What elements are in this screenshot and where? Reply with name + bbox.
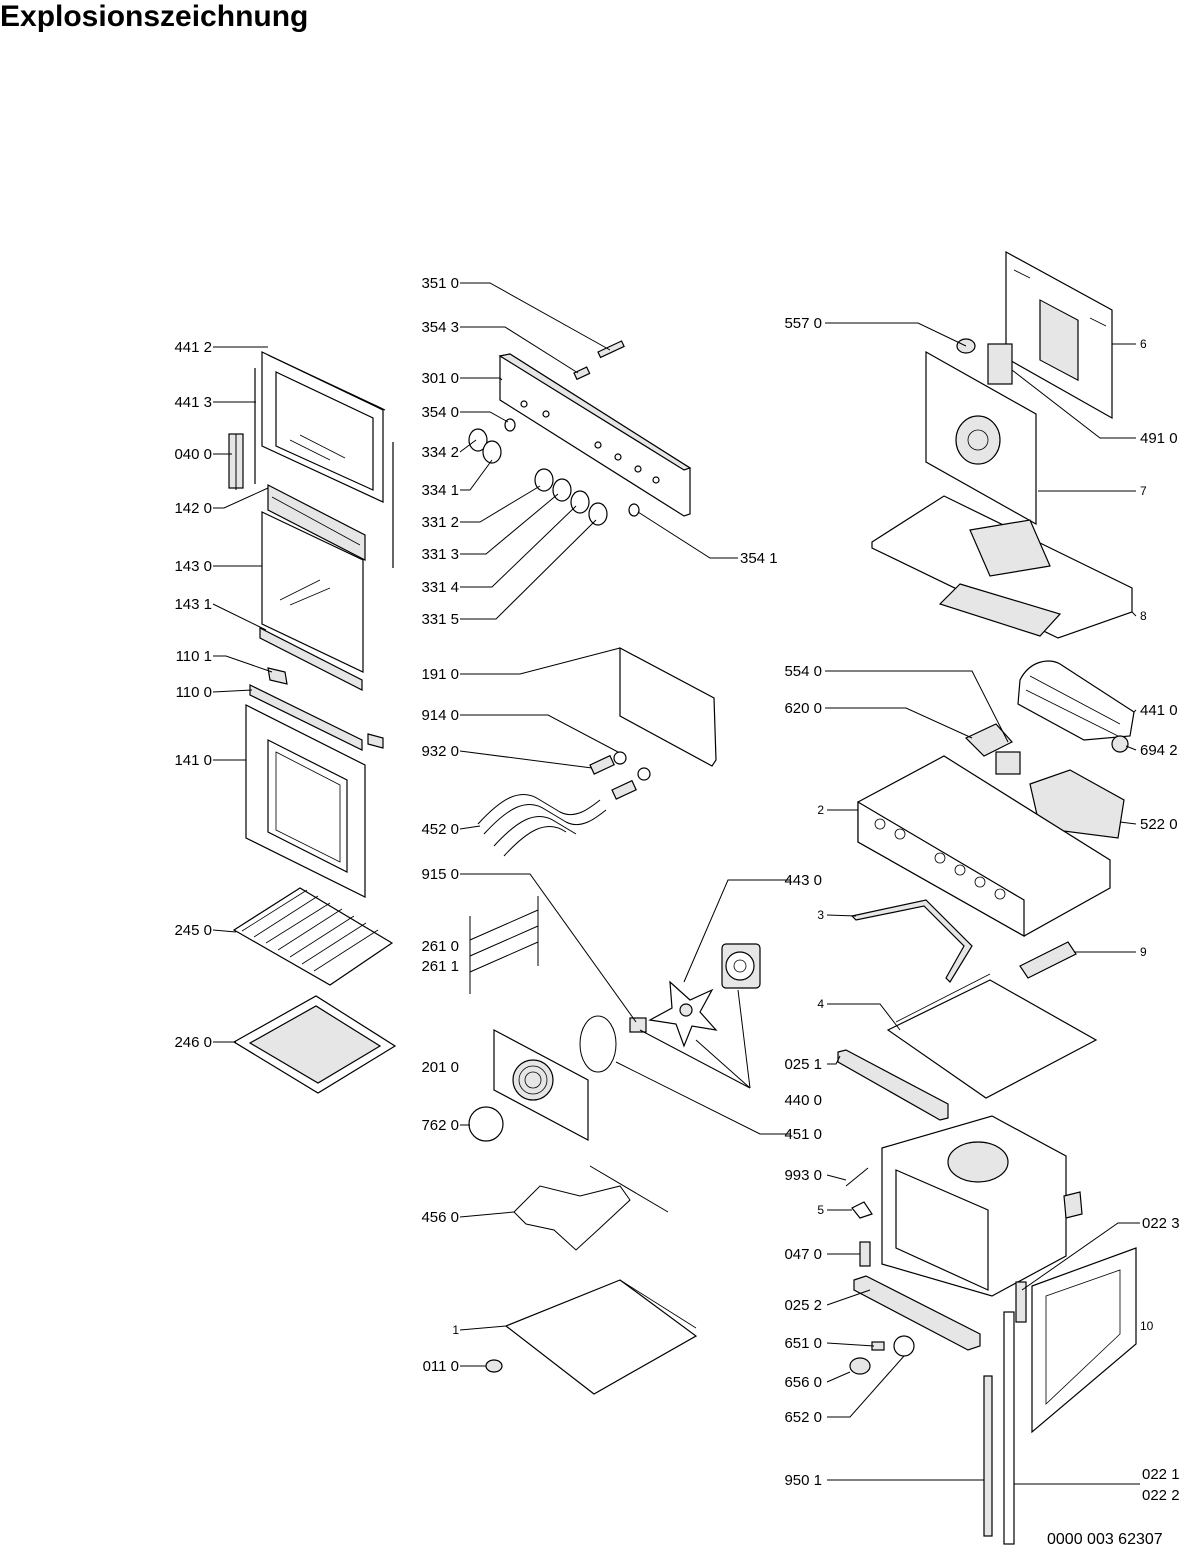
part-label-201-0: 201 0 (421, 1059, 459, 1076)
control-panel (468, 340, 692, 526)
part-label-331-2: 331 2 (421, 514, 459, 531)
rear-cover (1005, 250, 1113, 420)
part-label-110-0: 110 0 (176, 684, 212, 701)
part-label-440-0: 440 0 (784, 1092, 822, 1109)
page-title: Explosionszeichnung (0, 0, 309, 33)
part-label-656-0: 656 0 (784, 1374, 822, 1391)
part-label-191-0: 191 0 (421, 666, 459, 683)
part-label-8: 8 (1140, 609, 1147, 623)
part-label-143-0: 143 0 (174, 558, 212, 575)
part-label-652-0: 652 0 (784, 1409, 822, 1426)
part-label-334-1: 334 1 (421, 482, 459, 499)
part-label-040-0: 040 0 (174, 446, 212, 463)
part-label-334-2: 334 2 (421, 444, 459, 461)
part-label-441-2: 441 2 (174, 339, 212, 356)
part-label-557-0: 557 0 (784, 315, 822, 332)
part-labels: 351 0 354 3 301 0 354 0 334 2 334 1 331 … (174, 275, 1179, 1504)
rear-wall-and-cooling (871, 338, 1133, 639)
part-label-354-0: 354 0 (421, 404, 459, 421)
part-label-354-1: 354 1 (740, 550, 778, 567)
part-label-6: 6 (1140, 337, 1147, 351)
baking-tray (232, 995, 397, 1094)
part-label-5: 5 (817, 1203, 824, 1217)
leader-lines (212, 282, 1140, 1485)
part-label-762-0: 762 0 (421, 1117, 459, 1134)
shelf-runners (469, 896, 539, 994)
part-label-022-3: 022 3 (1142, 1215, 1180, 1232)
part-label-025-2: 025 2 (784, 1297, 822, 1314)
part-label-441-3: 441 3 (174, 394, 212, 411)
part-label-261-0: 261 0 (421, 938, 459, 955)
part-label-950-1: 950 1 (784, 1472, 822, 1489)
door-vent-strip (267, 484, 366, 561)
part-label-351-0: 351 0 (421, 275, 459, 292)
door-frame-window (275, 371, 374, 491)
part-label-9: 9 (1140, 945, 1147, 959)
part-label-331-5: 331 5 (421, 611, 459, 628)
part-label-491-0: 491 0 (1140, 430, 1178, 447)
part-label-022-1: 022 1 (1142, 1466, 1180, 1483)
part-label-7: 7 (1140, 484, 1147, 498)
part-label-141-0: 141 0 (174, 752, 212, 769)
part-label-025-1: 025 1 (784, 1056, 822, 1073)
part-label-301-0: 301 0 (421, 370, 459, 387)
glass-strip (259, 627, 363, 691)
document-number: 0000 003 62307 (1047, 1531, 1163, 1548)
door-assembly (228, 351, 394, 898)
part-label-441-0: 441 0 (1140, 702, 1178, 719)
part-label-522-0: 522 0 (1140, 816, 1178, 833)
part-label-110-1: 110 1 (176, 648, 212, 665)
part-label-451-0: 451 0 (784, 1126, 822, 1143)
hinge-bar (249, 684, 363, 751)
part-label-245-0: 245 0 (174, 922, 212, 939)
part-label-993-0: 993 0 (784, 1167, 822, 1184)
door-glass-inner (261, 511, 364, 673)
part-label-620-0: 620 0 (784, 700, 822, 717)
part-label-651-0: 651 0 (784, 1335, 822, 1352)
bottom-heater-and-plate (485, 1165, 698, 1395)
part-label-443-0: 443 0 (784, 872, 822, 889)
part-label-452-0: 452 0 (421, 821, 459, 838)
part-label-554-0: 554 0 (784, 663, 822, 680)
part-label-456-0: 456 0 (421, 1209, 459, 1226)
part-label-354-3: 354 3 (421, 319, 459, 336)
part-label-047-0: 047 0 (784, 1246, 822, 1263)
part-label-143-1: 143 1 (174, 596, 212, 613)
part-label-261-1: 261 1 (421, 958, 459, 975)
fan-assembly (468, 943, 761, 1142)
part-label-915-0: 915 0 (421, 866, 459, 883)
part-label-914-0: 914 0 (421, 707, 459, 724)
hinge-block (267, 667, 288, 685)
part-label-3: 3 (817, 908, 824, 922)
part-label-694-2: 694 2 (1140, 742, 1178, 759)
oven-seal-and-heater (477, 647, 717, 857)
wire-rack (232, 887, 394, 986)
side-panels (983, 1247, 1137, 1545)
part-label-1: 1 (452, 1323, 459, 1337)
part-label-022-2: 022 2 (1142, 1487, 1180, 1504)
part-label-932-0: 932 0 (421, 743, 459, 760)
part-label-10: 10 (1140, 1319, 1154, 1333)
part-label-142-0: 142 0 (174, 500, 212, 517)
part-label-2: 2 (817, 803, 824, 817)
part-label-331-3: 331 3 (421, 546, 459, 563)
part-label-331-4: 331 4 (421, 579, 459, 596)
part-label-246-0: 246 0 (174, 1034, 212, 1051)
control-housing (850, 660, 1135, 983)
part-label-4: 4 (817, 997, 824, 1011)
part-label-011-0: 011 0 (423, 1358, 459, 1375)
